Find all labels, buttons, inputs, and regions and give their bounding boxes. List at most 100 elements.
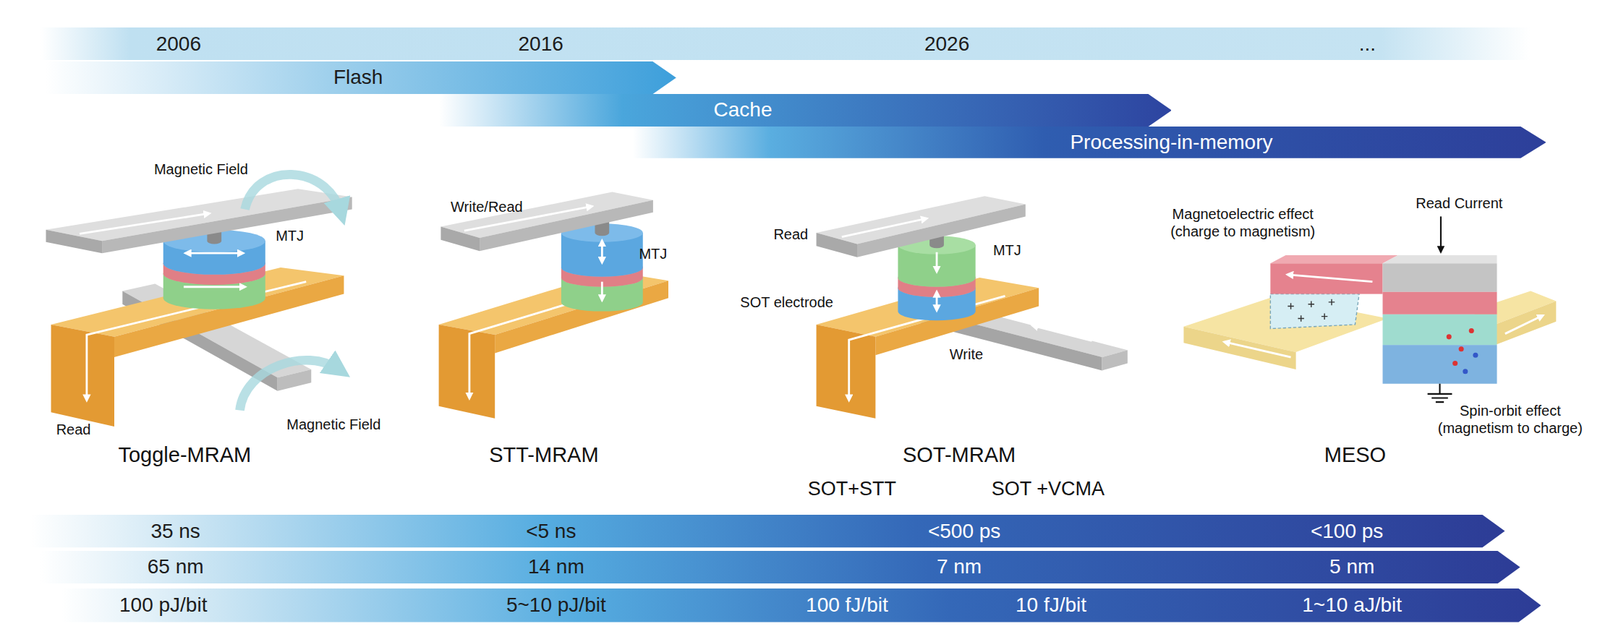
band-text: 1~10 aJ/bit [1301, 593, 1402, 617]
magnetization-arrow [935, 292, 939, 311]
part-label: Read [56, 420, 92, 439]
magnetization-arrow [185, 252, 244, 255]
stt-mram-cell [439, 192, 669, 419]
part-label: MTJ [993, 241, 1022, 259]
band-text: 5~10 pJ/bit [506, 593, 607, 617]
band-fill [45, 61, 677, 95]
spin-dot [1472, 352, 1478, 359]
device-name: Toggle-MRAM [117, 442, 251, 468]
part-label: MTJ [275, 227, 304, 245]
band-fill [61, 588, 1542, 623]
top-electrode [440, 227, 480, 252]
spin-dot [1446, 334, 1452, 340]
part-label: Write [949, 345, 984, 364]
magnetization-arrow [601, 282, 604, 301]
spin-dot [1462, 368, 1468, 374]
top-electrode [816, 232, 858, 258]
speed-band: 35 ns <5 ns <500 ps <100 ps [30, 515, 1505, 548]
spin-dot [1452, 360, 1458, 367]
band-fill [632, 126, 1547, 159]
band-text: Cache [713, 98, 773, 122]
part-label: SOT electrode [739, 293, 834, 312]
node-band: 65 nm 14 nm 7 nm 5 nm [40, 551, 1521, 584]
band-text: <500 ps [928, 520, 1001, 544]
spin-dot [1469, 328, 1475, 334]
band-shape [439, 94, 1172, 127]
band-fill [30, 515, 1505, 548]
band-text: 2006 [156, 32, 202, 56]
band-shape [30, 515, 1505, 548]
band-text: 5 nm [1329, 555, 1375, 579]
ground-symbol [1427, 384, 1453, 403]
signal-label: Read Current [1415, 194, 1503, 212]
band-text: <5 ns [525, 520, 576, 544]
write-line [1102, 350, 1128, 371]
effect-note: Magnetoelectric effect (charge to magnet… [1147, 205, 1339, 241]
band-text: 2016 [518, 32, 564, 56]
bottom-electrode [439, 324, 496, 419]
band-text: Processing-in-memory [1069, 130, 1273, 155]
device-name: SOT-MRAM [902, 442, 1016, 468]
field-arrow [245, 174, 342, 212]
current-arrow [841, 218, 927, 237]
band-text: Flash [333, 65, 383, 89]
band-text: 7 nm [936, 555, 982, 579]
current-arrow [1032, 325, 1093, 341]
sot-electrode [816, 324, 876, 419]
part-label: Magnetic Field [154, 160, 249, 178]
magnetization-arrow [935, 252, 939, 272]
device-name: STT-MRAM [488, 442, 599, 468]
band-fill [40, 551, 1521, 584]
current-arrow [79, 213, 210, 234]
application-band: Processing-in-memory [632, 126, 1547, 159]
part-label: Magnetic Field [286, 415, 381, 434]
effect-note: Spin-orbit effect (magnetism to charge) [1423, 402, 1598, 437]
band-fill [40, 27, 1531, 61]
application-band: Cache [439, 94, 1172, 127]
band-text: ... [1359, 32, 1376, 56]
magnetization-arrow [1287, 274, 1373, 283]
device-name: MESO [1324, 442, 1386, 468]
band-text: 35 ns [150, 520, 201, 544]
current-arrow [1224, 342, 1292, 358]
band-fill [439, 94, 1172, 127]
current-arrow [1505, 315, 1543, 334]
part-label: Write/Read [450, 198, 523, 216]
meso-device [1183, 216, 1556, 403]
read-arrow [1440, 216, 1442, 252]
so-layer [1383, 345, 1498, 385]
application-band: Flash [45, 61, 677, 95]
part-label: Read [773, 225, 808, 244]
field-arrow [240, 360, 340, 411]
band-shape [40, 27, 1531, 61]
variant-name: SOT+STT [807, 477, 897, 501]
band-text: 14 nm [528, 555, 585, 579]
so-layer [1383, 314, 1498, 346]
charge-sign [1287, 299, 1335, 322]
sot-mram-cell [816, 196, 1128, 419]
band-text: <100 ps [1310, 520, 1384, 544]
toggle-mram-cell [45, 174, 352, 427]
magnetization-arrow [183, 285, 246, 288]
input-wire [1183, 326, 1296, 370]
sot-electrode [875, 287, 1039, 356]
read-contact [1383, 263, 1498, 293]
spin-dot [1458, 346, 1465, 352]
timeline-band: 2006 2016 2026... [40, 27, 1531, 61]
band-text: 2026 [924, 32, 970, 56]
band-text: 65 nm [147, 555, 204, 579]
me-capacitor [1270, 294, 1360, 330]
band-text: 100 fJ/bit [805, 593, 889, 617]
band-text: 10 fJ/bit [1015, 593, 1087, 617]
part-label: MTJ [638, 245, 667, 263]
read-contact [1383, 255, 1498, 264]
band-shape [40, 551, 1521, 584]
band-text: 100 pJ/bit [119, 593, 207, 617]
variant-name: SOT +VCMA [991, 477, 1105, 501]
magnet-layer [1383, 292, 1498, 315]
energy-band: 100 pJ/bit 5~10 pJ/bit 100 fJ/bit 10 fJ/bit… [61, 588, 1542, 623]
magnetization-arrow [601, 240, 604, 263]
bottom-electrode [114, 275, 344, 358]
field-line [277, 369, 312, 392]
